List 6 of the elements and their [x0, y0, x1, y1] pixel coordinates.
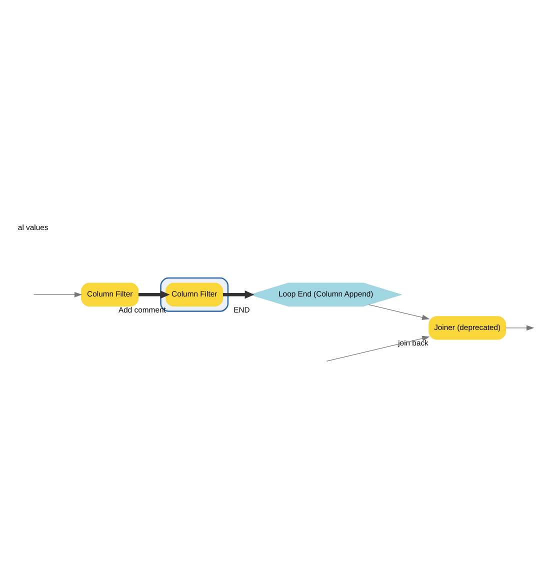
arrow — [368, 304, 430, 320]
arrow — [138, 290, 170, 299]
arrow — [505, 325, 534, 331]
arrow — [326, 336, 430, 362]
arrow — [33, 292, 82, 298]
arrow — [222, 290, 254, 299]
